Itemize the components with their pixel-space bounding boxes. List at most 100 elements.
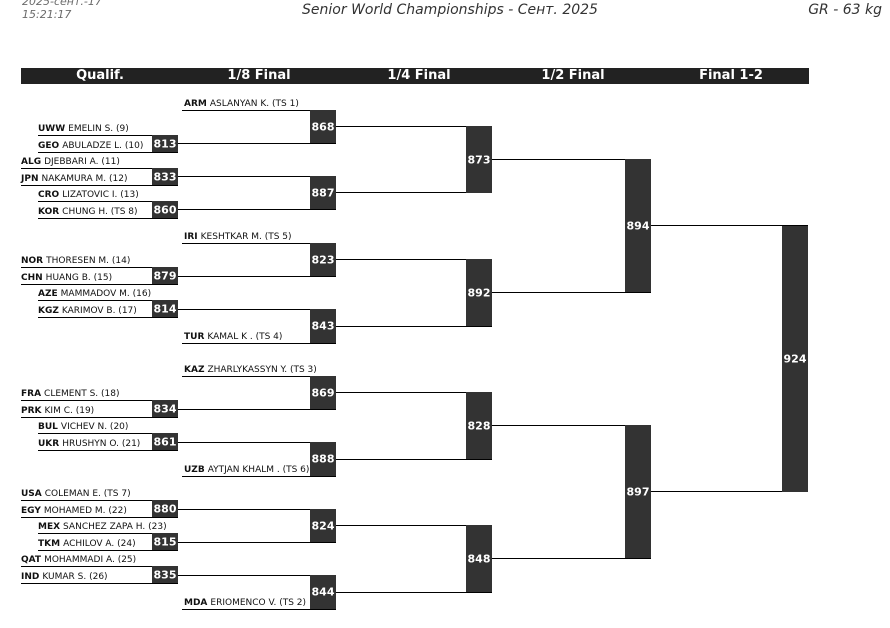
wrestler-name: DJEBBARI A. (11) <box>44 157 120 167</box>
bracket-line <box>182 475 336 477</box>
qualification-bout: 834 <box>152 400 178 417</box>
bracket-line <box>182 242 336 244</box>
qualification-bout: 833 <box>152 168 178 185</box>
qualification-bout: 814 <box>152 300 178 317</box>
wrestler-nation: KGZ <box>38 306 59 316</box>
wrestler-name: KIM C. (19) <box>44 406 95 416</box>
bracket-line <box>21 499 178 501</box>
bracket-line <box>21 283 178 285</box>
wrestler-nation: UWW <box>38 124 66 134</box>
wrestler-name: ASLANYAN K. (TS 1) <box>209 99 299 109</box>
wrestler-nation: AZE <box>38 289 58 299</box>
wrestler-nation: UKR <box>38 439 60 449</box>
bracket-line <box>178 175 336 177</box>
bracket-line <box>21 565 178 567</box>
bracket-line <box>178 208 336 210</box>
bracket-line <box>178 142 336 144</box>
bout-number: 848 <box>467 552 491 565</box>
bout-number: 880 <box>153 502 177 515</box>
wrestler-nation: BUL <box>38 422 58 432</box>
wrestler-name: EMELIN S. (9) <box>68 124 129 134</box>
bout-number: 833 <box>153 170 177 183</box>
eighth-final-bout: 869 <box>310 376 336 409</box>
quarter-final-bout: 873 <box>466 126 492 193</box>
bracket-line <box>21 266 178 268</box>
wrestler-nation: KOR <box>38 207 60 217</box>
bout-number: 861 <box>153 435 177 448</box>
bracket-line <box>178 541 336 543</box>
wrestler-nation: MDA <box>184 598 208 608</box>
qualification-bout: 860 <box>152 201 178 218</box>
print-time: 15:21:17 <box>22 8 72 21</box>
bracket-line <box>38 549 178 551</box>
bout-number: 868 <box>311 120 335 133</box>
page-title: Senior World Championships - Сент. 2025 <box>302 2 598 18</box>
bracket-line <box>21 516 178 518</box>
bracket-line <box>492 425 651 426</box>
bracket-line <box>21 399 178 401</box>
bout-number: 828 <box>467 419 491 432</box>
bout-number: 824 <box>311 519 335 532</box>
quarter-final-bout: 828 <box>466 392 492 459</box>
wrestler-name: MAMMADOV M. (16) <box>60 289 152 299</box>
bout-number: 835 <box>153 568 177 581</box>
bracket-line <box>336 392 492 393</box>
wrestler-name: KUMAR S. (26) <box>42 572 108 582</box>
bout-number: 888 <box>311 452 335 466</box>
eighth-final-bout: 843 <box>310 309 336 343</box>
bracket-line <box>492 292 651 293</box>
bracket-line <box>336 192 492 193</box>
wrestler-name: SANCHEZ ZAPA H. (23) <box>63 522 167 532</box>
wrestler-name: THORESEN M. (14) <box>46 256 131 266</box>
wrestler-name: HUANG B. (15) <box>45 273 113 283</box>
print-date: 2025-сент.-17 <box>22 0 102 8</box>
semi-final-bout: 894 <box>625 159 651 292</box>
qualification-bout: 835 <box>152 566 178 583</box>
bracket-line <box>178 508 336 510</box>
bracket-line <box>38 449 178 451</box>
round-qualification: Qualif. <box>76 68 124 83</box>
wrestler-name: AYTJAN KHALM . (TS 6) <box>207 465 310 475</box>
bracket-line <box>336 591 492 593</box>
bracket-line <box>178 408 336 410</box>
bout-number: 843 <box>311 319 335 333</box>
wrestler-name: ACHILOV A. (24) <box>63 539 136 549</box>
eighth-final-bout: 844 <box>310 575 336 609</box>
bracket-line <box>178 574 336 576</box>
wrestler-nation: JPN <box>21 174 39 184</box>
bracket-line <box>38 432 178 434</box>
round-eighth-final: 1/8 Final <box>227 68 291 83</box>
bracket-line <box>182 375 336 377</box>
bracket-line <box>38 217 178 219</box>
bout-number: 894 <box>626 219 650 232</box>
eighth-final-bout: 888 <box>310 442 336 476</box>
wrestler-nation: IRI <box>184 232 198 242</box>
eighth-final-bout: 823 <box>310 243 336 276</box>
wrestler-nation: CHN <box>21 273 43 283</box>
wrestler-nation: IND <box>21 572 40 582</box>
bracket-line <box>178 308 336 310</box>
wrestler-name: LIZATOVIC I. (13) <box>62 190 139 200</box>
bracket-line <box>21 582 178 584</box>
bracket-line <box>492 558 651 559</box>
bracket-line <box>38 134 178 136</box>
round-quarter-final: 1/4 Final <box>387 68 451 83</box>
eighth-final-bout: 868 <box>310 110 336 143</box>
bout-number: 844 <box>311 585 335 599</box>
print-timestamp: 2025-сент.-17 15:21:17 <box>22 0 102 21</box>
final-bout: 924 <box>782 226 808 492</box>
wrestler-name: MOHAMMADI A. (25) <box>44 555 137 565</box>
wrestler-nation: ALG <box>21 157 42 167</box>
wrestler-name: ABULADZE L. (10) <box>62 141 144 151</box>
